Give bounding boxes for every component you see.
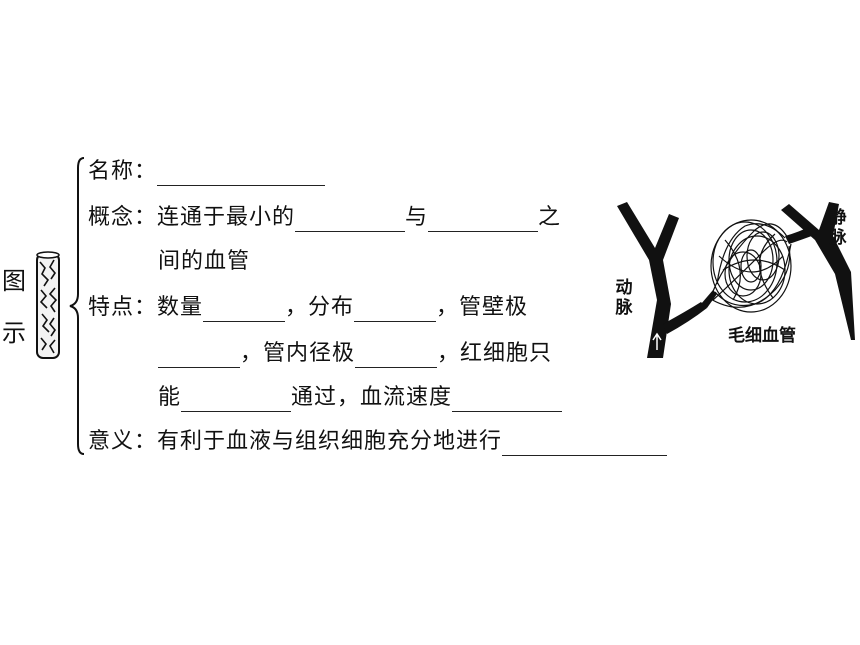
features-blank-2[interactable] [354,301,437,322]
row-features-1: 特点： 数量 ，分布 ，管壁极 [88,294,528,322]
features-blank-6[interactable] [452,391,563,412]
features-text-1: 数量 [157,295,204,320]
features-label: 特点： [88,295,158,320]
meaning-label: 意义： [88,429,158,454]
concept-label: 概念： [88,205,158,230]
meaning-blank[interactable] [502,435,668,456]
artery-label: 动 脉 [615,278,633,318]
side-label-top: 图 [2,267,26,295]
side-label-bottom: 示 [2,319,26,347]
concept-blank-1[interactable] [295,211,406,232]
concept-text-3: 之 [538,205,562,230]
concept-text-1: 连通于最小的 [157,205,296,230]
concept-blank-2[interactable] [428,211,539,232]
row-concept: 概念： 连通于最小的 与 之 [88,204,561,232]
features-blank-4[interactable] [355,347,438,368]
capillary-tube-icon [36,251,60,359]
row-meaning: 意义： 有利于血液与组织细胞充分地进行 [88,428,668,456]
row-features-2: ，管内径极 ，红细胞只 [158,340,552,368]
features-text-5: ，红细胞只 [437,341,553,366]
features-blank-3[interactable] [158,347,240,368]
concept-text-4: 间的血管 [158,249,251,274]
capillary-label: 毛细血管 [728,326,796,346]
row-name: 名称： [88,158,326,186]
features-text-4: ，管内径极 [240,341,356,366]
concept-text-2: 与 [405,205,429,230]
row-features-3: 能 通过，血流速度 [158,384,563,412]
name-label: 名称： [88,159,158,184]
meaning-text: 有利于血液与组织细胞充分地进行 [157,429,503,454]
features-text-6: 能 [158,385,182,410]
features-text-3: ，管壁极 [436,295,529,320]
vein-label: 静 脉 [829,208,847,248]
features-blank-5[interactable] [181,391,292,412]
features-text-7: 通过，血流速度 [291,385,453,410]
capillary-diagram [617,202,855,358]
name-blank[interactable] [157,165,326,186]
features-text-2: ，分布 [285,295,355,320]
brace [69,157,85,455]
features-blank-1[interactable] [203,301,286,322]
